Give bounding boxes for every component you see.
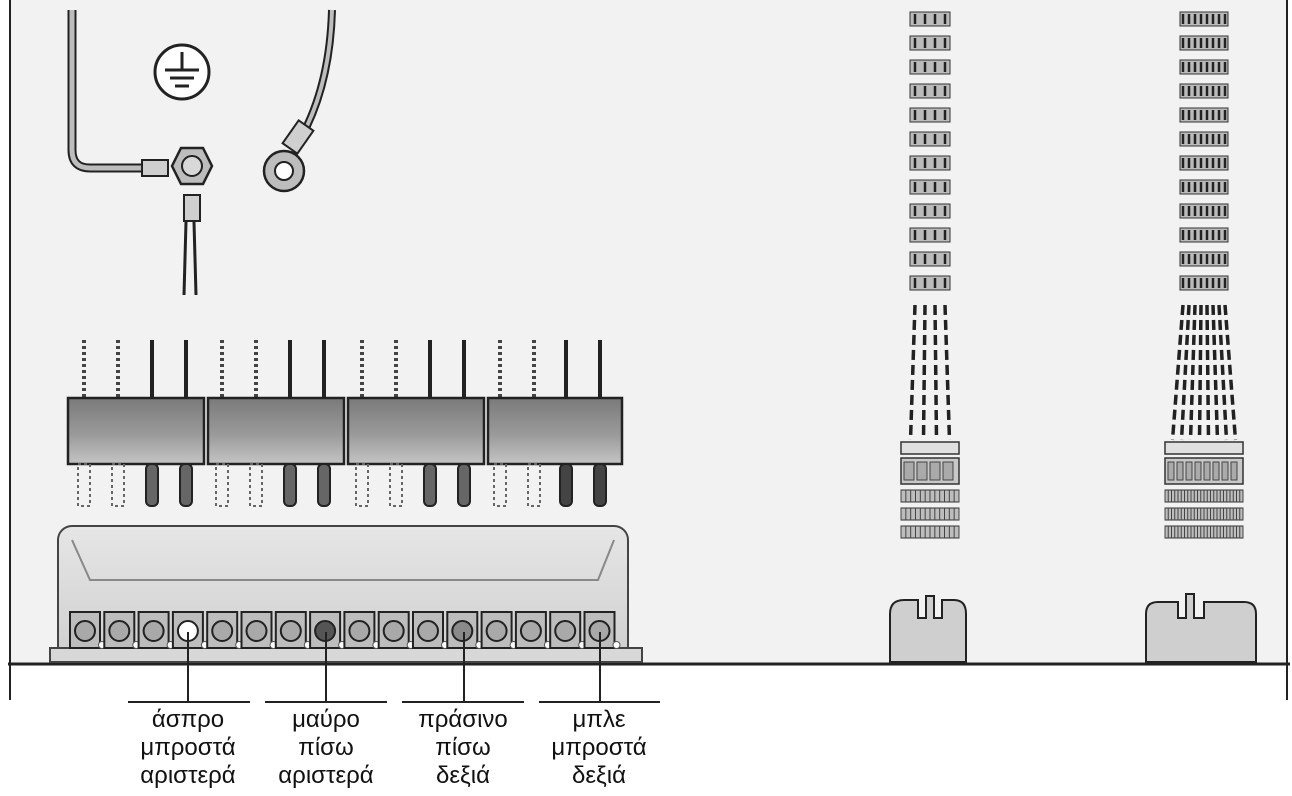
screw-terminal [240,611,278,649]
cable-bundle-8-wire [1164,11,1244,539]
label-black-position: πίσω [298,734,354,761]
screw-terminal [69,611,106,649]
connector-block-4 [486,340,624,507]
label-blue-color: μπλε [572,706,626,733]
terminal-white [171,611,209,649]
screw-terminal [480,611,518,649]
callout-lines [128,632,660,703]
screw-terminal [343,611,381,649]
terminal-black [309,611,347,649]
terminal-green [446,611,484,649]
screw-terminal [274,611,312,649]
screw-terminal [137,611,175,649]
screw-terminal [549,611,587,649]
connector-block-3 [346,340,486,507]
label-black-rear-left: μαύρο πίσω αριστερά [256,706,396,790]
label-white-color: άσπρο [151,706,225,733]
cable-clip-large [1145,593,1257,663]
screw-terminal [514,611,552,649]
terminal-blue [583,611,621,649]
label-green-side: δεξιά [435,762,490,789]
label-white-side: αριστερά [140,762,236,789]
screw-terminal [206,611,244,649]
label-blue-position: μπροστά [551,734,647,761]
label-green-rear-right: πράσινο πίσω δεξιά [393,706,533,790]
screw-terminal [377,611,415,649]
label-white-position: μπροστά [140,734,236,761]
label-green-position: πίσω [435,734,491,761]
label-green-color: πράσινο [418,706,508,733]
terminal-strip [69,611,621,649]
ring-terminal [262,9,336,193]
connector-block-2 [206,340,346,507]
label-blue-side: δεξιά [571,762,626,789]
screw-terminal [103,611,141,649]
label-white-front-left: άσπρο μπροστά αριστερά [118,706,258,790]
ground-bolt [170,146,214,296]
label-blue-front-right: μπλε μπροστά δεξιά [529,706,669,790]
ground-symbol-icon [153,43,211,101]
cable-bundle-4-wire [900,11,960,539]
cable-clip-small [889,595,967,663]
screw-terminal [412,611,449,649]
label-black-side: αριστερά [278,762,374,789]
connector-block-1 [66,340,206,507]
label-black-color: μαύρο [292,706,360,733]
ground-wire [67,10,169,177]
